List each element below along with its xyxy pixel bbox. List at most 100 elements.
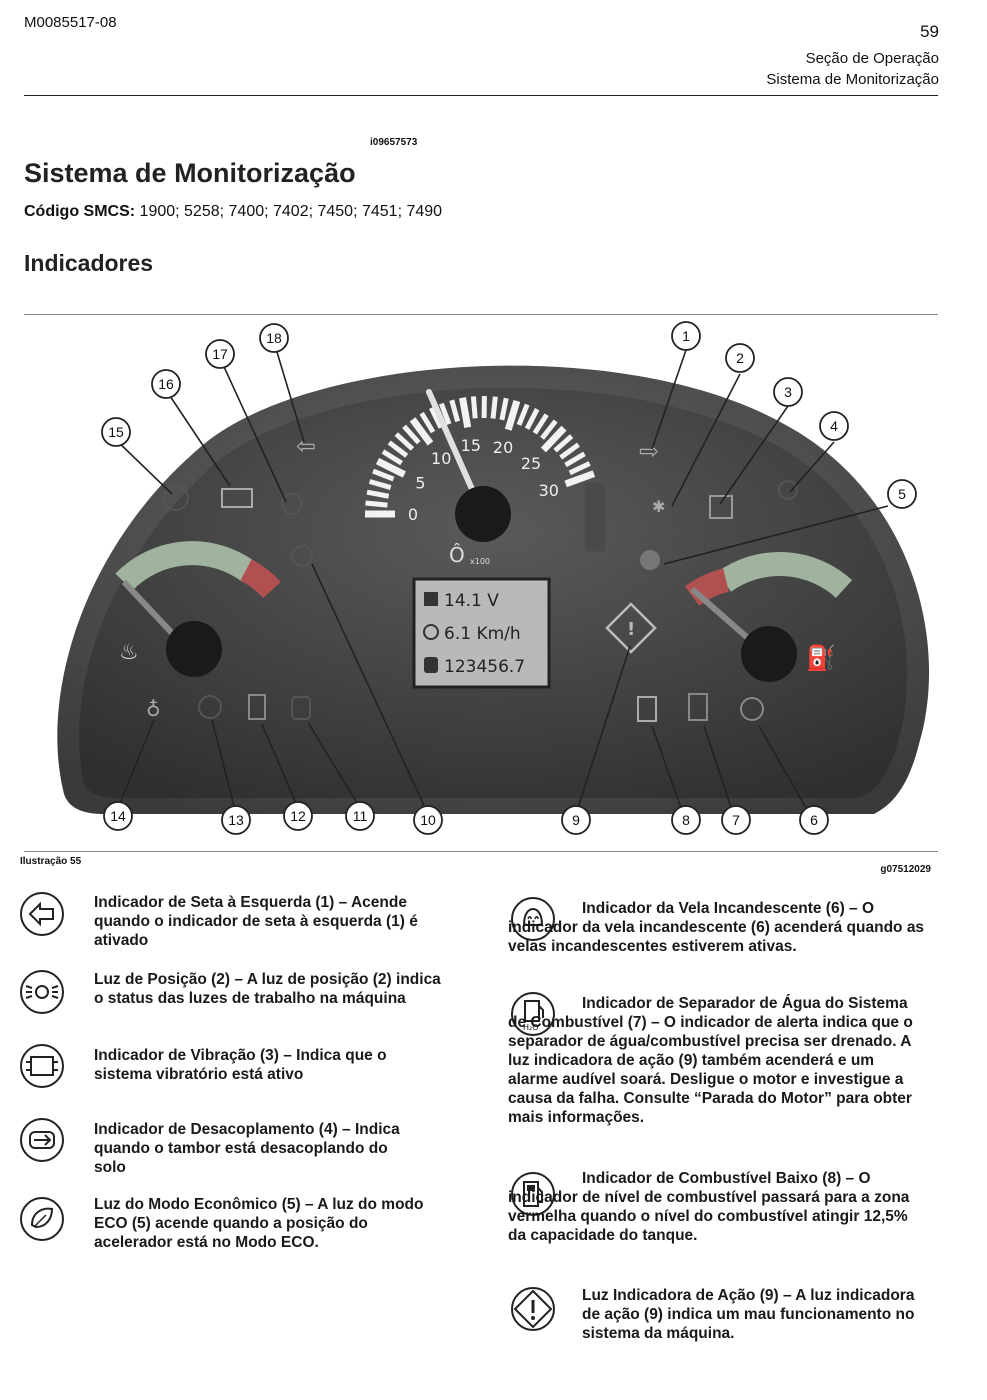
svg-text:14: 14 <box>110 808 126 824</box>
callout-2: 2 <box>725 343 755 373</box>
callout-4: 4 <box>819 411 849 441</box>
speed-tick <box>564 451 586 468</box>
callout-9: 9 <box>561 805 591 835</box>
vibration-panel-icon <box>709 495 733 519</box>
fuel-low-panel-icon <box>637 696 657 722</box>
glow-plug-icon <box>511 897 555 941</box>
illustration-code: g07512029 <box>880 864 931 875</box>
callout-leaders <box>111 341 889 823</box>
speed-label: 5 <box>415 474 425 493</box>
battery-panel-icon <box>221 488 253 508</box>
header-divider <box>24 95 938 96</box>
svg-text:H₂O: H₂O <box>523 1023 539 1032</box>
speed-tick <box>387 440 409 458</box>
svg-text:12: 12 <box>290 808 306 824</box>
speed-tick <box>568 461 591 476</box>
entry-left-turn: Indicador de Seta à Esquerda (1) – Acend… <box>94 894 418 949</box>
right-turn-panel-icon: ⇨ <box>639 437 659 465</box>
indicator-11-panel-icon <box>291 696 311 720</box>
temperature-gauge-hub <box>166 621 222 677</box>
fuel-gauge-arc-green <box>716 551 853 599</box>
callout-14: 14 <box>103 801 133 831</box>
left-turn-panel-icon: ⇦ <box>296 432 316 460</box>
callout-13: 13 <box>221 805 251 835</box>
speed-tick <box>419 411 436 434</box>
eco-panel-icon <box>640 550 660 570</box>
rpm-icon: Ô <box>449 543 465 567</box>
indicator-15-panel-icon <box>163 485 189 511</box>
fuel-gauge-hub <box>741 626 797 682</box>
speed-tick <box>439 402 452 426</box>
fuel-pump-panel-icon: ⛽ <box>806 644 836 672</box>
speed-tick <box>402 424 421 445</box>
smcs-codes: Código SMCS: 1900; 5258; 7400; 7402; 745… <box>24 202 464 222</box>
entry-glow-plug: Indicador da Vela Incandescente (6) – O … <box>508 900 925 955</box>
section-heading: Indicadores <box>24 250 154 276</box>
callout-16: 16 <box>151 369 181 399</box>
svg-text:7: 7 <box>732 812 740 828</box>
callout-17: 17 <box>205 339 235 369</box>
svg-text:3: 3 <box>784 384 792 400</box>
speed-tick <box>368 479 392 490</box>
speed-tick <box>372 468 395 482</box>
smcs-values: 1900; 5258; 7400; 7402; 7450; 7451; 7490 <box>139 203 443 220</box>
speed-small-icon <box>423 624 439 640</box>
speed-tick <box>394 432 415 451</box>
svg-text:11: 11 <box>353 808 368 824</box>
water-separator-icon: H₂O <box>511 992 555 1036</box>
speedometer-red-zone <box>583 481 607 553</box>
temperature-gauge-arc-red <box>240 559 281 599</box>
eco-leaf-icon <box>20 1197 64 1241</box>
callout-3: 3 <box>773 377 803 407</box>
page-title: Sistema de Monitorização <box>24 158 356 188</box>
callout-18: 18 <box>259 323 289 353</box>
speed-tick <box>409 417 434 446</box>
illustration-frame <box>24 314 938 852</box>
temperature-gauge-arc-green <box>115 541 257 591</box>
callout-8: 8 <box>671 805 701 835</box>
svg-text:6: 6 <box>810 812 818 828</box>
speedometer-hub <box>455 486 511 542</box>
speed-label: 15 <box>461 436 481 455</box>
entry-decoupling: Indicador de Desacoplamento (4) – Indica… <box>94 1121 400 1176</box>
left-arrow-icon <box>20 892 64 936</box>
svg-text:9: 9 <box>572 812 580 828</box>
action-light-mark: ! <box>627 619 635 640</box>
vibration-icon <box>20 1044 64 1088</box>
callout-12: 12 <box>283 801 313 831</box>
oil-pressure-panel-icon: ♁ <box>146 697 161 721</box>
fuel-gauge-arc-red <box>684 568 730 606</box>
svg-text:1: 1 <box>682 328 690 344</box>
work-lights-panel-icon: ✱ <box>652 497 665 516</box>
decoupling-icon <box>20 1118 64 1162</box>
speedometer-ticks <box>365 395 596 518</box>
speed-tick <box>499 397 509 421</box>
speed-tick <box>459 397 472 428</box>
svg-text:10: 10 <box>420 812 436 828</box>
hourglass-small-icon <box>424 657 438 673</box>
entry-vibration: Indicador de Vibração (3) – Indica que o… <box>94 1047 387 1083</box>
speed-tick <box>559 442 580 460</box>
illustration-label: Ilustração 55 <box>20 856 82 867</box>
action-light-diamond <box>605 602 657 654</box>
callout-7: 7 <box>721 805 751 835</box>
callout-6: 6 <box>799 805 829 835</box>
subsection-title: Sistema de Monitorização <box>766 71 939 88</box>
speed-tick <box>564 470 596 488</box>
callout-5: 5 <box>887 479 917 509</box>
speed-tick <box>449 399 461 423</box>
speed-label: 30 <box>539 481 559 500</box>
water-separator-panel-icon <box>688 693 708 721</box>
reference-id: i09657573 <box>370 137 418 148</box>
speed-tick <box>532 413 549 435</box>
document-code: M0085517-08 <box>24 14 117 31</box>
entry-eco-mode: Luz do Modo Econômico (5) – A luz do mod… <box>94 1196 424 1251</box>
speed-tick <box>381 449 403 466</box>
lcd-speed: 6.1 Km/h <box>444 624 521 644</box>
svg-text:13: 13 <box>228 812 244 828</box>
speed-label: 10 <box>431 449 451 468</box>
speed-tick <box>365 500 388 508</box>
speed-tick <box>429 406 444 429</box>
coolant-temp-icon: ♨ <box>119 640 139 665</box>
